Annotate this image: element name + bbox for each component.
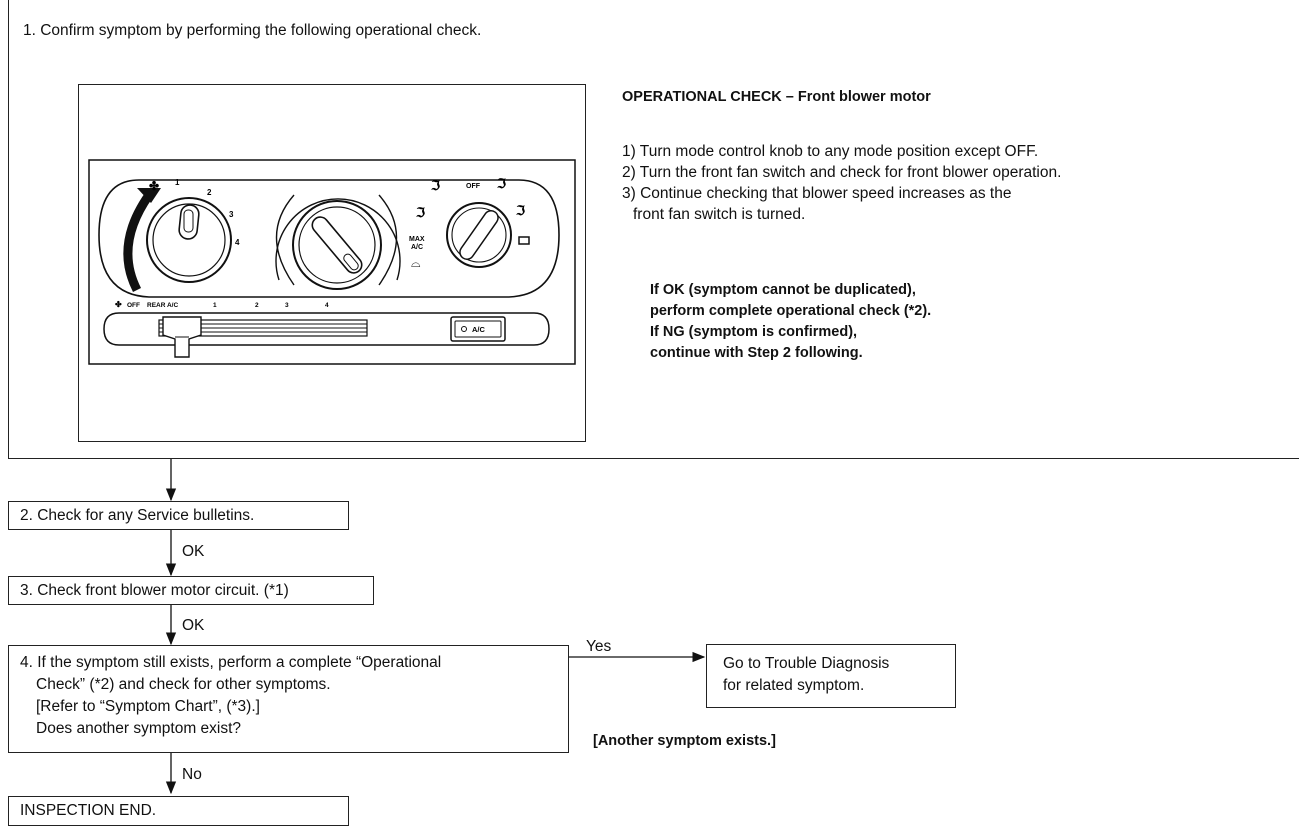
defrost-foot-icon: ℑ <box>515 203 525 218</box>
fan-knob[interactable] <box>146 197 232 283</box>
ok-label-2: OK <box>182 617 205 634</box>
inspection-end-box: INSPECTION END. <box>8 796 349 826</box>
rear-blower-slider[interactable] <box>162 316 202 358</box>
max-ac-label: MAX <box>409 236 425 243</box>
step4-line-3: [Refer to “Symptom Chart”, (*3).] <box>36 698 260 715</box>
step4-line-2: Check” (*2) and check for other symptoms… <box>36 676 331 693</box>
recirc-icon: ⌓ <box>411 256 421 270</box>
ac-button-label: A/C <box>472 325 486 334</box>
ok-label-1: OK <box>182 543 205 560</box>
no-label: No <box>182 766 202 783</box>
foot-icon: ℑ <box>496 176 506 191</box>
result-line-4: continue with Step 2 following. <box>650 345 863 361</box>
rotate-arrow-icon <box>123 192 153 293</box>
slider-3-label: 3 <box>285 302 289 309</box>
step1-title: 1. Confirm symptom by performing the fol… <box>23 22 482 39</box>
fan-label-3: 3 <box>229 210 234 219</box>
control-panel-figure: ✤ 1 2 3 4 ℑ OFF ℑ <box>78 84 586 442</box>
slider-1-label: 1 <box>213 302 217 309</box>
arrow-head <box>137 188 161 203</box>
slider-4-label: 4 <box>325 302 329 309</box>
yes-label: Yes <box>586 638 612 655</box>
fan-label-4: 4 <box>235 238 240 247</box>
step4-line-1: 4. If the symptom still exists, perform … <box>20 654 442 671</box>
trouble-line-2: for related symptom. <box>723 677 865 694</box>
step3-label: 3. Check front blower motor circuit. (*1… <box>20 582 289 599</box>
result-line-3: If NG (symptom is confirmed), <box>650 324 858 340</box>
control-panel-illustration: ✤ 1 2 3 4 ℑ OFF ℑ <box>88 159 576 365</box>
step2-box: 2. Check for any Service bulletins. <box>8 501 349 530</box>
result-line-1: If OK (symptom cannot be duplicated), <box>650 282 916 298</box>
fan-icon: ✤ <box>149 179 159 193</box>
check-item-3: 3) Continue checking that blower speed i… <box>622 185 1012 202</box>
trouble-line-1: Go to Trouble Diagnosis <box>723 655 890 672</box>
bilevel-icon: ℑ <box>415 205 425 220</box>
check-item-2: 2) Turn the front fan switch and check f… <box>622 164 1062 181</box>
step4-box: 4. If the symptom still exists, perform … <box>8 645 569 753</box>
mode-knob[interactable] <box>446 202 512 268</box>
defrost-icon <box>518 236 530 245</box>
trouble-diagnosis-box: Go to Trouble Diagnosis for related symp… <box>706 644 956 708</box>
step4-line-4: Does another symptom exist? <box>36 720 242 737</box>
check-item-4: front fan switch is turned. <box>633 206 806 223</box>
inspection-end-label: INSPECTION END. <box>20 802 157 819</box>
slider-off-label: OFF <box>127 302 140 309</box>
check-heading: OPERATIONAL CHECK – Front blower motor <box>622 89 931 105</box>
slider-fan-icon: ✤ <box>115 300 122 309</box>
check-item-1: 1) Turn mode control knob to any mode po… <box>622 143 1039 160</box>
slider-rear-label: REAR A/C <box>147 302 178 309</box>
fan-label-1: 1 <box>175 178 180 187</box>
result-line-2: perform complete operational check (*2). <box>650 303 932 319</box>
fan-label-2: 2 <box>207 188 212 197</box>
max-ac-label-2: A/C <box>411 244 423 251</box>
mode-off-label: OFF <box>466 183 481 190</box>
step2-label: 2. Check for any Service bulletins. <box>20 507 255 524</box>
another-symptom-label: [Another symptom exists.] <box>593 733 776 749</box>
step3-box: 3. Check front blower motor circuit. (*1… <box>8 576 374 605</box>
temperature-knob[interactable] <box>275 194 401 290</box>
slider-2-label: 2 <box>255 302 259 309</box>
step1-box: 1. Confirm symptom by performing the fol… <box>8 0 1299 459</box>
vent-icon: ℑ <box>430 178 440 193</box>
ac-button[interactable]: A/C <box>450 316 506 342</box>
